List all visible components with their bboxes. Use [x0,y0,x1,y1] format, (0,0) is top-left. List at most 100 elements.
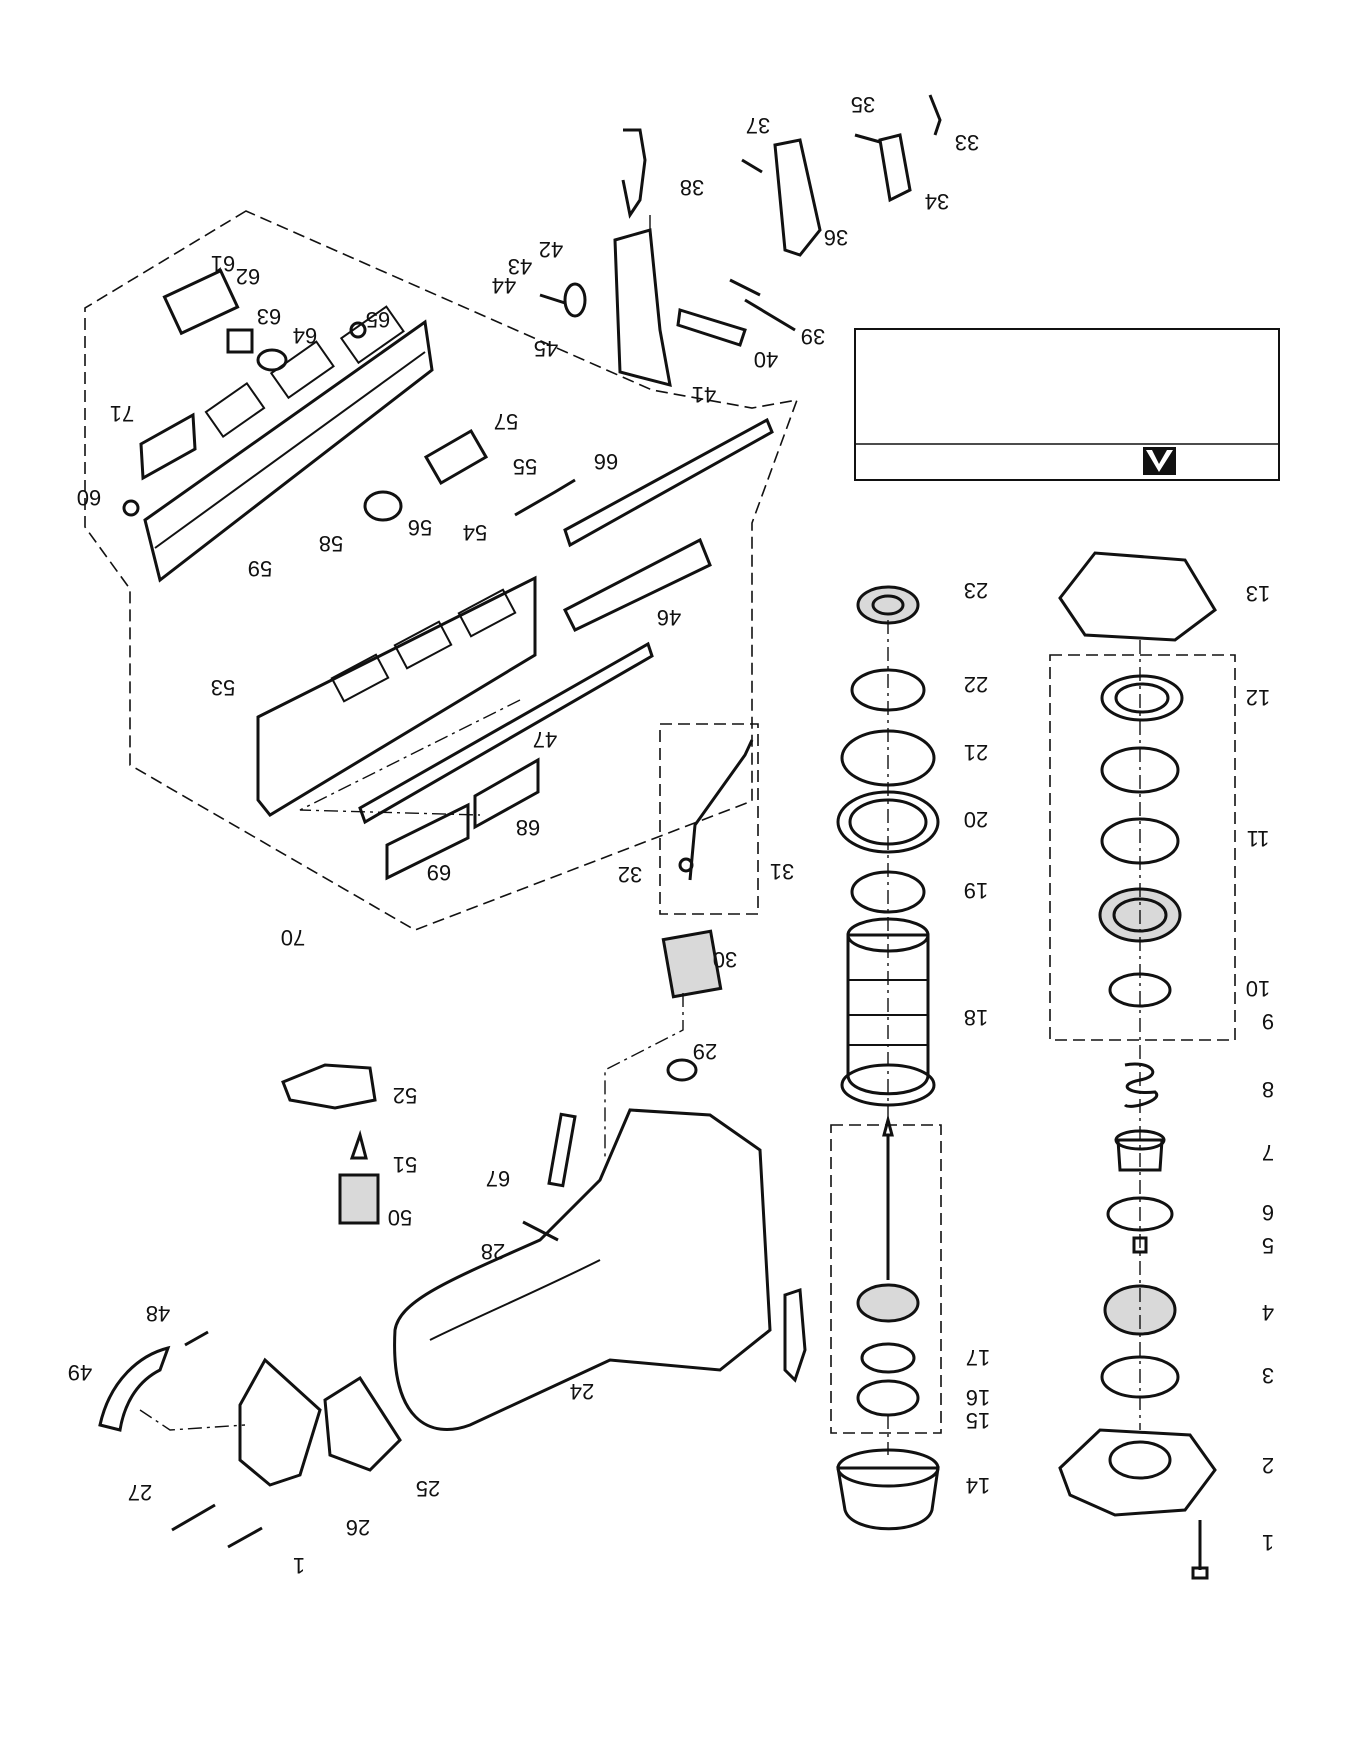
part-67-spring-guide [549,1114,575,1185]
callout-17: 17 [966,1345,990,1370]
part-16-ring [858,1381,918,1415]
part-57-pusher [426,431,486,483]
callout-16: 16 [966,1385,990,1410]
callout-39: 39 [801,324,825,349]
part-71-label [141,415,195,478]
part-60-nut [124,501,138,515]
callout-22: 22 [964,672,988,697]
callout-32: 32 [618,862,642,887]
callout-66: 66 [594,449,618,474]
callout-26: 26 [346,1515,370,1540]
callout-49: 49 [68,1360,92,1385]
part-34-latch [880,135,910,200]
part-26-end-cap [240,1360,320,1485]
callout-25: 25 [416,1476,440,1501]
callout-10: 10 [1246,976,1270,1001]
brand-logo [1143,447,1176,475]
callout-69: 69 [427,860,451,885]
housing-assembly [100,1060,805,1547]
callout-1: 1 [1262,1530,1274,1555]
callout-41: 41 [692,382,716,407]
callout-13: 13 [1246,581,1270,606]
assembly-70-boundary [85,211,797,930]
part-28-pin [523,1222,558,1240]
part-46-strip [565,540,710,630]
callout-48: 48 [146,1301,170,1326]
title-block [855,329,1279,480]
part-30-valve [663,931,720,996]
callout-71: 71 [110,401,134,426]
callout-37: 37 [746,113,770,138]
part-27-fitting [172,1505,215,1530]
part-25-gasket [325,1378,400,1470]
callout-38: 38 [680,175,704,200]
callout-58: 58 [319,531,343,556]
part-17-oring [862,1344,914,1372]
callout-62: 62 [236,264,260,289]
callout-19: 19 [964,878,988,903]
part-36-plate [775,140,820,255]
part-8-spring [1125,1064,1157,1106]
part-64-spring [258,350,286,370]
part-23-bumper [858,587,918,623]
callout-24: 24 [570,1379,594,1404]
callout-14: 14 [966,1473,990,1498]
part-49-hook [100,1348,168,1430]
callout-64: 64 [293,323,317,348]
callout-5: 5 [1262,1233,1274,1258]
callout-47: 47 [533,727,557,752]
callout-36: 36 [824,225,848,250]
callout-9: 9 [1262,1009,1274,1034]
callout-28: 28 [481,1239,505,1264]
callout-51: 51 [393,1152,417,1177]
assembly-15-boundary [831,1125,941,1433]
callout-46: 46 [657,605,681,630]
part-15-piston [858,1285,918,1321]
assembly-31-boundary [660,724,758,914]
callout-45: 45 [534,336,558,361]
callout-4: 4 [1262,1300,1274,1325]
part-31-lever [690,740,752,880]
part-43-latch [565,284,585,316]
part-14-sleeve [838,1468,938,1529]
callout-34: 34 [925,189,949,214]
callout-50: 50 [388,1205,412,1230]
part-1-screw-b [228,1528,262,1547]
callout-67: 67 [486,1166,510,1191]
callout-2: 2 [1262,1453,1274,1478]
part-44-pin [540,295,565,303]
callout-44: 44 [492,273,516,298]
part-48-screw [185,1332,208,1345]
callout-54: 54 [463,520,487,545]
part-33-clip [930,95,940,135]
callout-7: 7 [1262,1140,1274,1165]
callout-1: 1 [293,1553,305,1578]
callout-8: 8 [1262,1077,1274,1102]
part-38-guide [623,130,645,215]
callout-3: 3 [1262,1363,1274,1388]
callout-42: 42 [539,237,563,262]
part-66-rail [565,420,772,545]
part-39-bolt [745,300,795,330]
part-41-nose [615,230,670,385]
callout-6: 6 [1262,1200,1274,1225]
part-54-lever [515,480,575,515]
callout-68: 68 [516,815,540,840]
callout-65: 65 [366,307,390,332]
callout-63: 63 [257,304,281,329]
part-37-pin [742,160,762,172]
callout-60: 60 [77,485,101,510]
side-bracket [785,1290,805,1380]
part-35-pin [855,135,880,142]
callout-35: 35 [851,92,875,117]
callout-61: 61 [211,251,235,276]
part-50-valve [340,1175,378,1223]
part-62-housing [164,271,237,333]
callout-40: 40 [754,347,778,372]
callout-30: 30 [713,947,737,972]
head-valve-stack [1060,553,1215,1578]
part-58-ring [365,492,401,520]
part-51-seal [352,1135,366,1158]
callout-52: 52 [393,1083,417,1108]
